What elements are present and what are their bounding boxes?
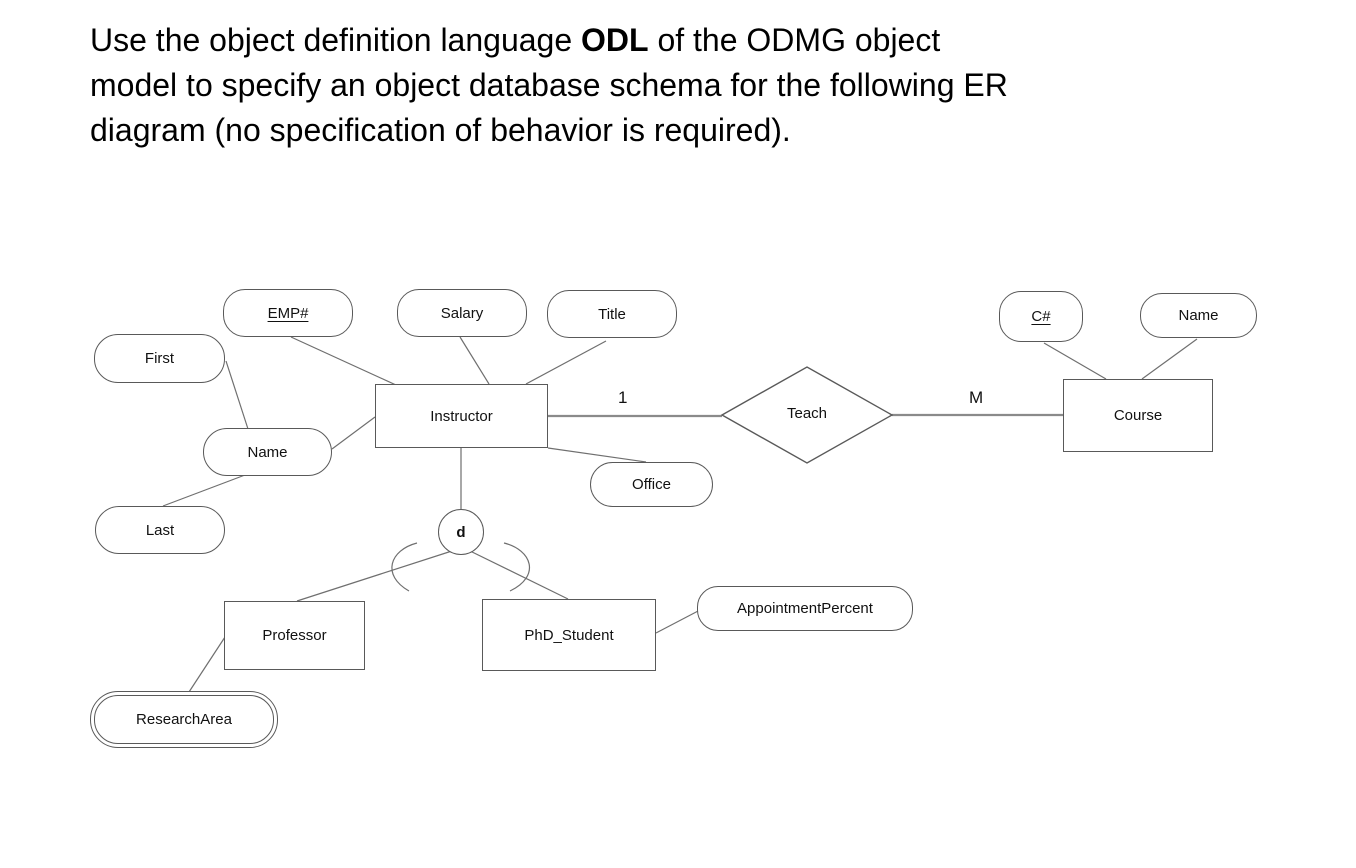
subset-arc-professor [391,542,418,592]
edge-professor-researcharea [188,636,226,693]
edge-coursename-course [1141,338,1198,380]
entity-course: Course [1063,379,1213,452]
cardinality-one-label: 1 [618,388,628,407]
attribute-c-number: C# [999,291,1083,342]
edge-d-professor [296,549,456,602]
attribute-c-number-label: C# [1031,308,1051,325]
edge-cnumber-course [1043,342,1107,380]
entity-phd-student-label: PhD_Student [524,626,614,644]
relationship-teach-label: Teach [786,405,828,422]
cardinality-many-label: M [969,388,984,407]
attribute-name-instructor-label: Name [247,443,288,461]
attribute-research-area-inner-oval: ResearchArea [94,695,274,744]
attribute-office-label: Office [632,476,671,493]
subset-arc-phdstudent [503,542,530,592]
attribute-emp-number-label: EMP# [267,304,309,322]
attribute-emp-number: EMP# [223,289,353,337]
attribute-appointment-percent-label: AppointmentPercent [737,600,873,617]
attribute-office: Office [590,462,713,507]
edge-d-phdstudent [465,548,569,600]
entity-instructor-label: Instructor [430,407,493,425]
question-line1-post: of the ODMG object [648,22,941,58]
attribute-research-area: ResearchArea [90,691,278,748]
relationship-teach-diamond [720,366,894,464]
attribute-first: First [94,334,225,383]
edge-emp-instructor [290,336,397,386]
edge-phd-appointmentpercent [655,609,701,634]
attribute-last: Last [95,506,225,554]
attribute-salary-label: Salary [440,304,484,322]
question-text: Use the object definition language ODL o… [90,18,1300,153]
entity-phd-student: PhD_Student [482,599,656,671]
entity-instructor: Instructor [375,384,548,448]
edge-name-last [162,474,246,507]
specialization-d-circle: d [438,509,484,555]
attribute-appointment-percent: AppointmentPercent [697,586,913,631]
edge-salary-instructor [459,336,490,385]
attribute-salary: Salary [397,289,527,337]
question-line3: diagram (no specification of behavior is… [90,112,791,148]
attribute-last-label: Last [145,521,175,539]
edge-instructor-office [547,447,647,463]
attribute-name-course: Name [1140,293,1257,338]
edge-first-name [225,360,249,430]
attribute-title: Title [547,290,677,338]
question-line1-pre: Use the object definition language [90,22,582,58]
entity-professor-label: Professor [262,627,327,644]
attribute-name-course-label: Name [1178,307,1219,324]
attribute-first-label: First [144,350,175,367]
edge-title-instructor [525,340,607,385]
attribute-name-instructor: Name [203,428,332,476]
edge-name-instructor [331,416,376,450]
question-odl-bold: ODL [581,22,649,58]
entity-course-label: Course [1113,407,1163,424]
attribute-title-label: Title [598,305,626,323]
question-line2: model to specify an object database sche… [90,67,1008,103]
attribute-research-area-label: ResearchArea [136,711,232,728]
specialization-d-label: d [456,523,466,541]
entity-professor: Professor [224,601,365,670]
